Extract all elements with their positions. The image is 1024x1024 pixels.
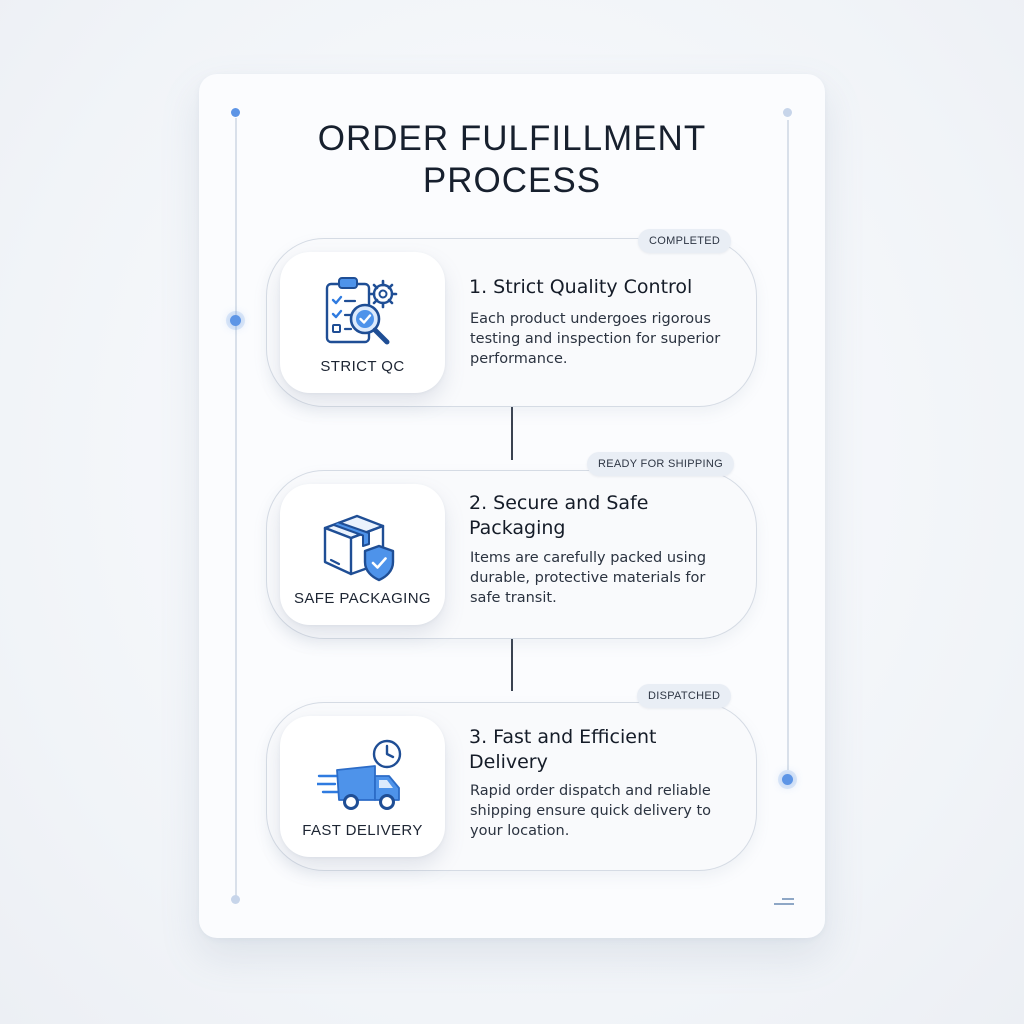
quality-inspection-icon — [325, 277, 398, 345]
left-rail-top-dot — [231, 108, 240, 117]
right-rail — [787, 120, 789, 770]
step-description-quality-control: Each product undergoes rigorous testing … — [470, 311, 721, 367]
step-title-packaging: 2. Secure and Safe Packaging — [469, 492, 649, 539]
step-description-packaging: Items are carefully packed using durable… — [470, 550, 707, 606]
page-title-line-1: ORDER FULFILLMENT — [317, 119, 707, 158]
status-badge-dispatched: DISPATCHED — [637, 684, 732, 708]
page-title: ORDER FULFILLMENT PROCESS — [199, 118, 825, 202]
step-title-delivery: 3. Fast and Efficient Delivery — [469, 726, 657, 773]
step-card-packaging: SAFE PACKAGING 2. Secure and Safe Packag… — [266, 470, 757, 639]
delivery-truck-clock-icon — [317, 739, 402, 810]
page-title-line-2: PROCESS — [422, 161, 602, 200]
step-connector-1 — [511, 407, 513, 460]
icon-tile-quality-control: STRICT QC — [280, 252, 445, 393]
left-rail-bottom-dot — [231, 895, 240, 904]
icon-tile-delivery: FAST DELIVERY — [280, 716, 445, 857]
right-rail-top-dot — [783, 108, 792, 117]
status-badge-completed: COMPLETED — [638, 229, 732, 253]
step-title-quality-control: 1. Strict Quality Control — [469, 276, 693, 298]
left-rail — [235, 118, 237, 898]
tile-label-safe-packaging: SAFE PACKAGING — [293, 590, 432, 607]
step-connector-2 — [511, 639, 513, 691]
right-rail-active-dot — [782, 774, 793, 785]
step-card-delivery: FAST DELIVERY 3. Fast and Efficient Deli… — [266, 702, 757, 871]
left-rail-active-dot — [230, 315, 241, 326]
icon-tile-packaging: SAFE PACKAGING — [280, 484, 445, 625]
corner-grip-icon — [774, 898, 794, 906]
package-shield-icon — [323, 514, 395, 582]
step-card-quality-control: STRICT QC 1. Strict Quality Control Each… — [266, 238, 757, 407]
status-badge-ready-for-shipping: READY FOR SHIPPING — [587, 452, 734, 476]
tile-label-strict-qc: STRICT QC — [320, 358, 405, 375]
step-description-delivery: Rapid order dispatch and reliable shippi… — [470, 783, 712, 839]
tile-label-fast-delivery: FAST DELIVERY — [302, 822, 423, 839]
